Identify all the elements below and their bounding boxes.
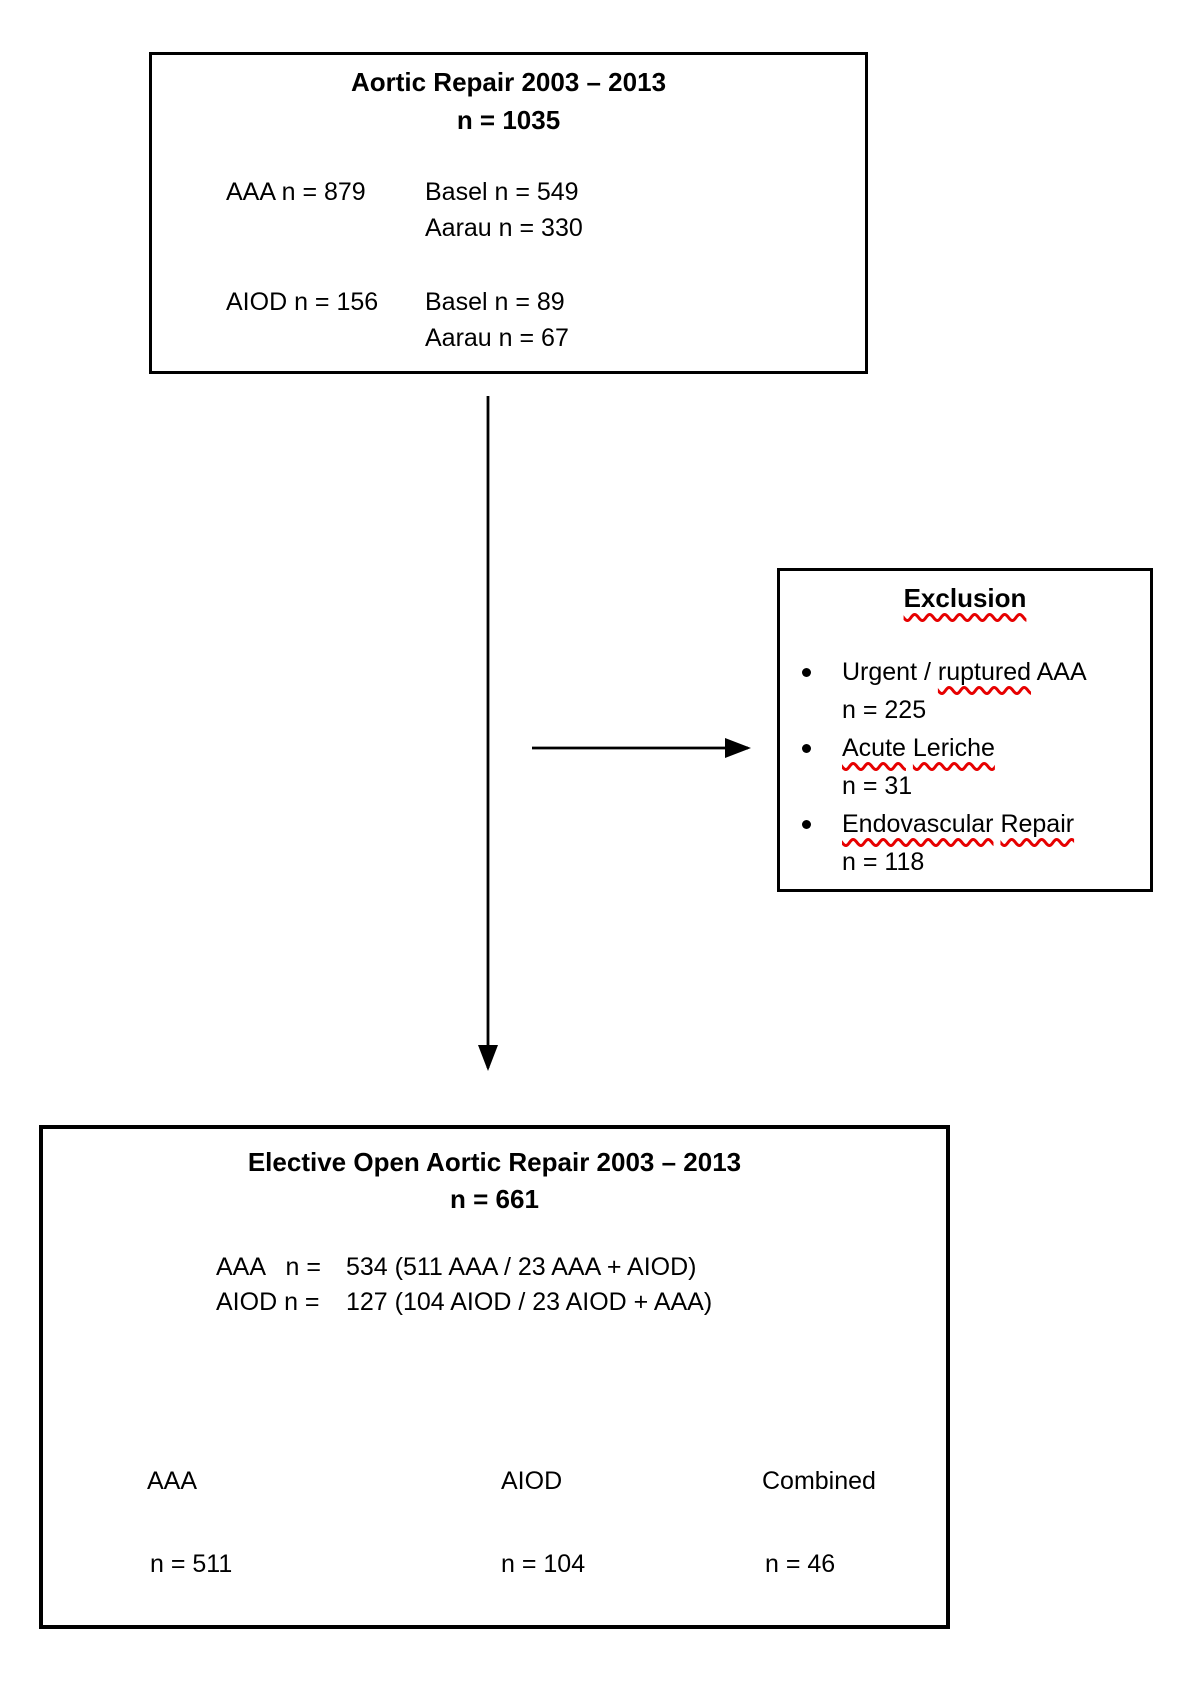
exclusion-item-1-pre: Urgent / (842, 658, 931, 686)
aortic-repair-n: n = 1035 (456, 105, 561, 135)
elective-aaa-label: AAA n = (216, 1253, 321, 1281)
exclusion-item-2-word1: Acute (842, 734, 906, 762)
exclusion-item-2-count: n = 31 (842, 772, 913, 800)
elective-aiod-label: AIOD n = (216, 1288, 320, 1316)
branch-combined-count: n = 46 (765, 1550, 836, 1578)
exclusion-item-3-count: n = 118 (842, 848, 925, 876)
bullet-icon (802, 744, 811, 753)
elective-repair-box: Elective Open Aortic Repair 2003 – 2013 … (39, 1125, 950, 1629)
aaa-basel: Basel n = 549 (425, 178, 579, 206)
aiod-basel: Basel n = 89 (425, 288, 565, 316)
exclusion-item-1: Urgent / ruptured AAA (842, 657, 1087, 687)
exclusion-item-3-word2: Repair (1000, 810, 1075, 838)
exclusion-title: Exclusion (780, 583, 1150, 613)
exclusion-item-2-word2: Leriche (912, 734, 995, 762)
branch-aaa-label: AAA (147, 1467, 198, 1495)
bullet-icon (802, 820, 811, 829)
exclusion-item-2: Acute Leriche (842, 733, 995, 763)
exclusion-box: Exclusion Urgent / ruptured AAA n = 225 … (777, 568, 1153, 892)
elective-title: Elective Open Aortic Repair 2003 – 2013 (247, 1147, 742, 1177)
aaa-aarau: Aarau n = 330 (425, 214, 583, 242)
aortic-repair-title: Aortic Repair 2003 – 2013 (350, 67, 667, 97)
exclusion-item-1-post: AAA (1036, 658, 1087, 686)
exclusion-title-text: Exclusion (903, 583, 1027, 613)
branch-aiod-label: AIOD (501, 1467, 563, 1495)
elective-aaa-value: 534 (511 AAA / 23 AAA + AIOD) (346, 1253, 697, 1281)
exclusion-item-1-count: n = 225 (842, 696, 927, 724)
elective-aiod-value: 127 (104 AIOD / 23 AIOD + AAA) (346, 1288, 713, 1316)
exclusion-item-1-misspelled: ruptured (937, 658, 1032, 686)
aortic-repair-box: Aortic Repair 2003 – 2013 n = 1035 AAA n… (149, 52, 868, 374)
branch-aiod-count: n = 104 (501, 1550, 586, 1578)
aiod-total: AIOD n = 156 (226, 288, 379, 316)
elective-n: n = 661 (450, 1184, 539, 1214)
branch-aaa-count: n = 511 (150, 1550, 233, 1578)
exclusion-item-3-word1: Endovascular (842, 810, 994, 838)
bullet-icon (802, 668, 811, 677)
aiod-aarau: Aarau n = 67 (425, 324, 569, 352)
exclusion-item-3: Endovascular Repair (842, 809, 1074, 839)
branch-combined-label: Combined (762, 1467, 876, 1495)
aaa-total: AAA n = 879 (226, 178, 366, 206)
